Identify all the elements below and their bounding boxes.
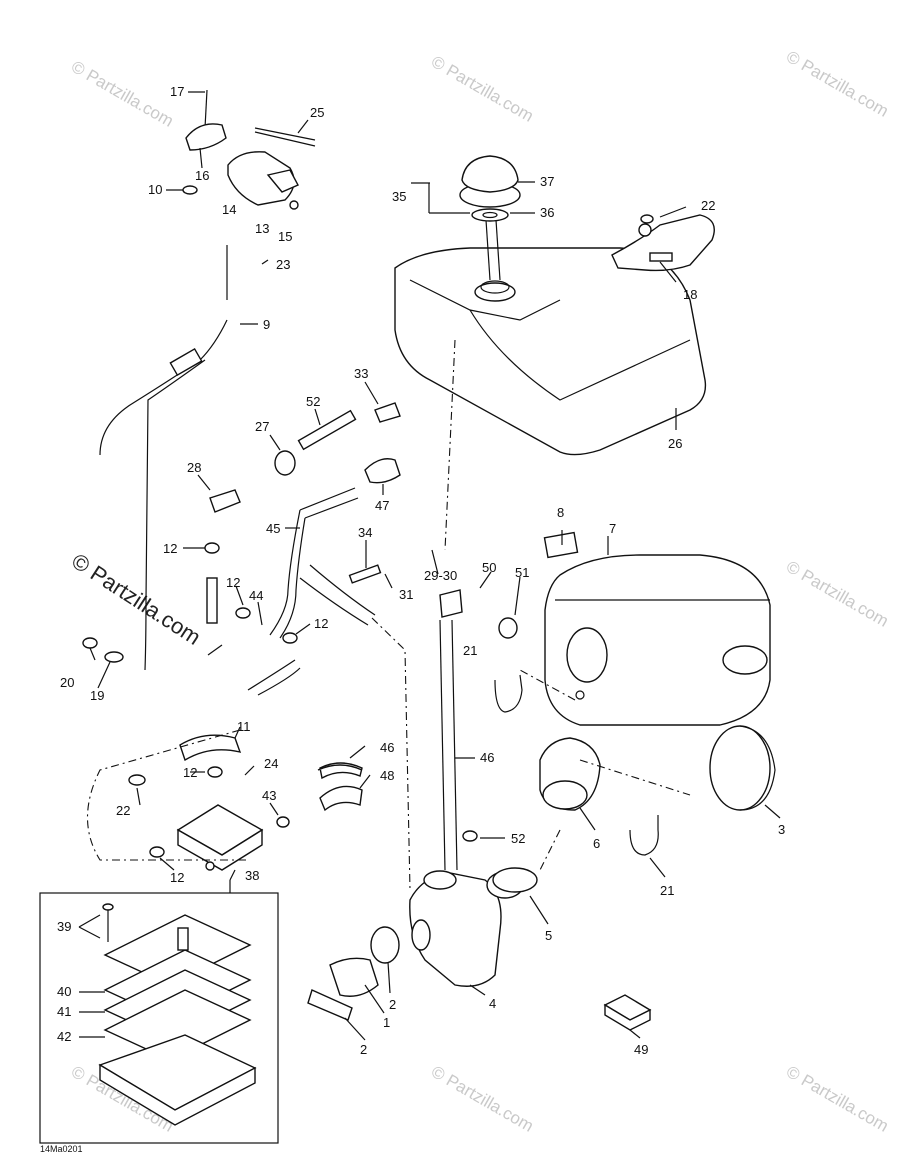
label-14: 14 <box>222 202 236 217</box>
fittings <box>82 214 654 1031</box>
label-27: 27 <box>255 419 269 434</box>
label-50: 50 <box>482 560 496 575</box>
label-35: 35 <box>392 189 406 204</box>
label-16: 16 <box>195 168 209 183</box>
label-39: 39 <box>57 919 71 934</box>
pump-inset <box>39 892 279 1144</box>
label-22: 22 <box>701 198 715 213</box>
label-47: 47 <box>375 498 389 513</box>
label-10: 10 <box>148 182 162 197</box>
label-40: 40 <box>57 984 71 999</box>
throttle-housing <box>182 89 316 210</box>
fuel-tank <box>394 219 707 456</box>
leader-lines <box>78 91 781 1041</box>
label-49: 49 <box>634 1042 648 1057</box>
fuel-cap <box>459 155 521 222</box>
label-1: 1 <box>383 1015 390 1030</box>
label-19: 19 <box>90 688 104 703</box>
label-45: 45 <box>266 521 280 536</box>
label-48: 48 <box>380 768 394 783</box>
label-36: 36 <box>540 205 554 220</box>
watermark: © Partzilla.com <box>428 1062 537 1136</box>
watermark: © Partzilla.com <box>783 47 892 121</box>
label-52-b: 52 <box>511 831 525 846</box>
drawing-code: 14Ma0201 <box>40 1144 83 1154</box>
label-4: 4 <box>489 996 496 1011</box>
label-37: 37 <box>540 174 554 189</box>
watermark: © Partzilla.com <box>783 557 892 631</box>
label-3: 3 <box>778 822 785 837</box>
label-9: 9 <box>263 317 270 332</box>
label-12-a: 12 <box>163 541 177 556</box>
label-28: 28 <box>187 460 201 475</box>
label-23: 23 <box>276 257 290 272</box>
label-51: 51 <box>515 565 529 580</box>
label-44: 44 <box>249 588 263 603</box>
label-34: 34 <box>358 525 372 540</box>
label-25: 25 <box>310 105 324 120</box>
label-12-e: 12 <box>170 870 184 885</box>
label-6: 6 <box>593 836 600 851</box>
label-21-b: 21 <box>660 883 674 898</box>
air-silencer-box <box>543 531 771 726</box>
label-21-a: 21 <box>463 643 477 658</box>
label-13: 13 <box>255 221 269 236</box>
carb-clamps <box>307 867 538 1021</box>
label-24: 24 <box>264 756 278 771</box>
label-41: 41 <box>57 1004 71 1019</box>
side-watermark: © Partzilla.com <box>67 548 205 650</box>
fuel-pump <box>176 804 264 871</box>
label-20: 20 <box>60 675 74 690</box>
watermark: © Partzilla.com <box>428 52 537 126</box>
label-33: 33 <box>354 366 368 381</box>
air-filter <box>709 725 776 811</box>
label-12-c: 12 <box>314 616 328 631</box>
watermark: © Partzilla.com <box>68 57 177 131</box>
label-2-a: 2 <box>389 997 396 1012</box>
throttle-cable <box>99 245 228 671</box>
label-7: 7 <box>609 521 616 536</box>
label-11: 11 <box>237 719 251 734</box>
label-22-b: 22 <box>116 803 130 818</box>
label-43: 43 <box>262 788 276 803</box>
label-15: 15 <box>278 229 292 244</box>
label-2-b: 2 <box>360 1042 367 1057</box>
label-52: 52 <box>306 394 320 409</box>
label-12-d: 12 <box>183 765 197 780</box>
label-29-30: 29-30 <box>424 568 457 583</box>
label-17: 17 <box>170 84 184 99</box>
airbox-clamps <box>494 674 659 856</box>
label-12-b: 12 <box>226 575 240 590</box>
watermark: © Partzilla.com <box>783 1062 892 1136</box>
label-5: 5 <box>545 928 552 943</box>
label-46-a: 46 <box>380 740 394 755</box>
label-46-b: 46 <box>480 750 494 765</box>
routing-lines <box>86 339 691 891</box>
label-31: 31 <box>399 587 413 602</box>
label-8: 8 <box>557 505 564 520</box>
tank-bracket <box>611 214 715 272</box>
label-26: 26 <box>668 436 682 451</box>
part-labels: 17 25 16 10 14 13 15 23 35 37 36 22 18 9… <box>40 84 785 1154</box>
intake-boot <box>539 737 601 811</box>
label-38: 38 <box>245 868 259 883</box>
label-18: 18 <box>683 287 697 302</box>
fuel-hoses <box>179 409 458 871</box>
label-42: 42 <box>57 1029 71 1044</box>
